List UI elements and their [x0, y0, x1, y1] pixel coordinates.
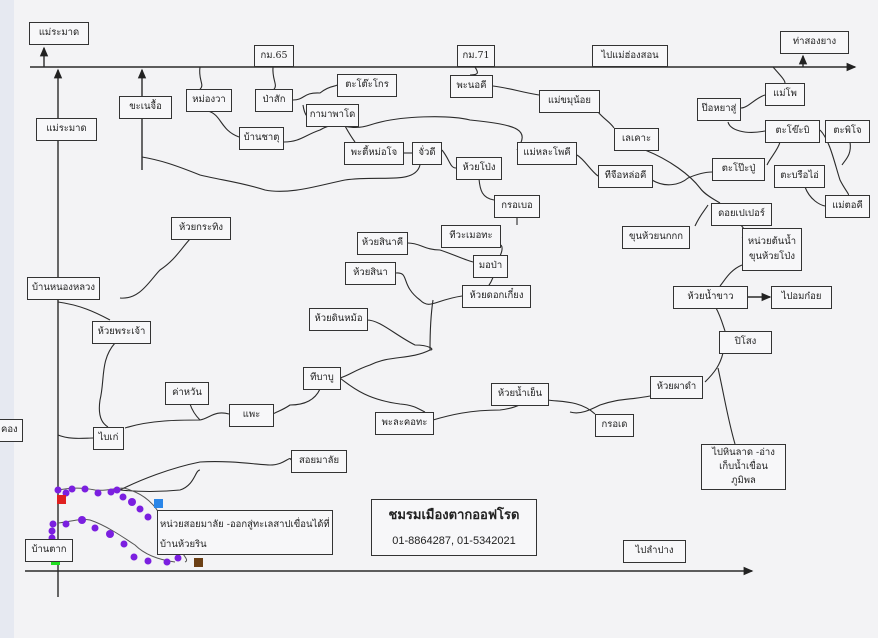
place-huai-pong: ห้วยโป่ง [456, 157, 502, 180]
place-jua-di: จั่วดี [412, 142, 442, 165]
place-doi-pepper: ดอยเปเปอร์ [711, 203, 772, 226]
place-soi-malai: สอยมาลัย [291, 450, 347, 473]
place-kha-wan: ค่าหวัน [165, 382, 209, 405]
place-huai-sina: ห้วยสินา [345, 262, 396, 285]
place-khong-partial: คอง [0, 419, 23, 442]
place-pha-no-khi: พะนอคี [450, 75, 493, 98]
place-ta-brue-ai: ตะบรือไอ่ [774, 165, 825, 188]
place-kro-de: กรอเด [595, 414, 634, 437]
place-kama-pha-do: กามาพาโด [306, 104, 359, 127]
place-ban-tak: บ้านตาก [25, 539, 73, 562]
place-po-ya-su: ป๊อหยาสู่ [697, 98, 741, 121]
place-mae-ramat-left: แม่ระมาด [36, 118, 97, 141]
place-km65: กม.65 [254, 45, 294, 67]
place-to-mae-hong-son: ไปแม่ฮ่องสอน [592, 45, 668, 67]
place-pha-ti-mo-jo: พะตี้หม่อโจ [344, 142, 404, 165]
place-to-lampang: ไปลำปาง [623, 540, 686, 563]
place-le-kho: เลเคาะ [614, 128, 659, 151]
place-thi-ba-bu: ทีบาบู [303, 367, 341, 390]
place-mae-pho: แม่โพ [765, 83, 805, 106]
place-huai-phra-chao: ห้วยพระเจ้า [92, 321, 151, 344]
place-thi-chue-lo-khi: ทีจือหล่อคี [598, 165, 653, 188]
place-pa-sak: ป่าสัก [255, 89, 293, 112]
place-mo-pa: มอป่า [473, 255, 508, 278]
place-pi-song: ปิโสง [719, 331, 772, 354]
place-huai-nam-khao: ห้วยน้ำขาว [673, 286, 748, 309]
place-mae-to-khi: แม่ตอคี [825, 195, 870, 218]
blue-marker-icon [154, 499, 163, 508]
scan-edge [0, 0, 14, 638]
place-ban-that: บ้านชาตุ [239, 127, 284, 150]
club-name: ชมรมเมืองตากออฟโรด [388, 507, 520, 523]
brown-marker-icon [194, 558, 203, 567]
place-km71: กม.71 [457, 45, 495, 67]
red-marker-icon [57, 495, 66, 504]
place-to-hin-lat: ไปหินลาด -อ่างเก็บน้ำเขื่อนภูมิพล [701, 444, 786, 490]
place-huai-sina-khi: ห้วยสินาคี [357, 232, 408, 255]
place-to-omkoi: ไปอมก๋อย [771, 286, 832, 309]
place-huai-din-mo: ห้วยดินหม้อ [309, 308, 368, 331]
place-khun-huai-nok-kok: ขุนห้วยนกกก [622, 226, 690, 249]
place-huai-dok-kiang: ห้วยดอกเกี๋ยง [462, 285, 531, 308]
place-ban-nong-luang: บ้านหนองหลวง [27, 277, 100, 300]
place-ta-phi-jo: ตะพิโจ [825, 120, 870, 143]
place-watershed-unit: หน่วยต้นน้ำ ขุนห้วยโป่ง [742, 228, 802, 271]
place-mae-khamu-noi: แม่ขมุน้อย [539, 90, 600, 113]
highlighted-route [48, 485, 188, 566]
club-phone: 01-8864287, 01-5342021 [392, 535, 516, 547]
place-pha-la-kho-tha: พะละคอทะ [375, 412, 434, 435]
place-khane-chue: ขะเนจื้อ [119, 96, 172, 119]
place-huai-krathing: ห้วยกระทิง [171, 217, 231, 240]
place-thi-wa-moe-tha: ทีวะเมอทะ [441, 225, 501, 248]
place-kro-boe: กรอเบอ [494, 195, 540, 218]
place-ta-kho-bi: ตะโข๊ะบิ [765, 120, 820, 143]
place-huai-pha-dam: ห้วยผาดำ [650, 376, 703, 399]
trails [57, 66, 851, 493]
place-bai-kao: ไบเก่ [93, 427, 124, 450]
place-mae-ramat-top: แม่ระมาด [29, 22, 89, 45]
place-ta-to-kro: ตะโต๊ะโกร [337, 74, 397, 97]
place-huai-nam-yen: ห้วยน้ำเย็น [491, 383, 549, 406]
club-info-box: ชมรมเมืองตากออฟโรด 01-8864287, 01-534202… [371, 499, 537, 556]
place-tha-song-yang: ท่าสองยาง [780, 31, 849, 54]
place-phae: แพะ [229, 404, 274, 427]
place-mae-la-pho-khi: แม่หละโพคี [517, 142, 577, 165]
place-ta-po-pu: ตะโป๊ะปู่ [712, 158, 765, 181]
place-mong-wa: หม่องวา [186, 89, 232, 112]
route-note: หน่วยสอยมาลัย -ออกสู่ทะเลสาปเขื่อนได้ที่… [157, 510, 333, 555]
